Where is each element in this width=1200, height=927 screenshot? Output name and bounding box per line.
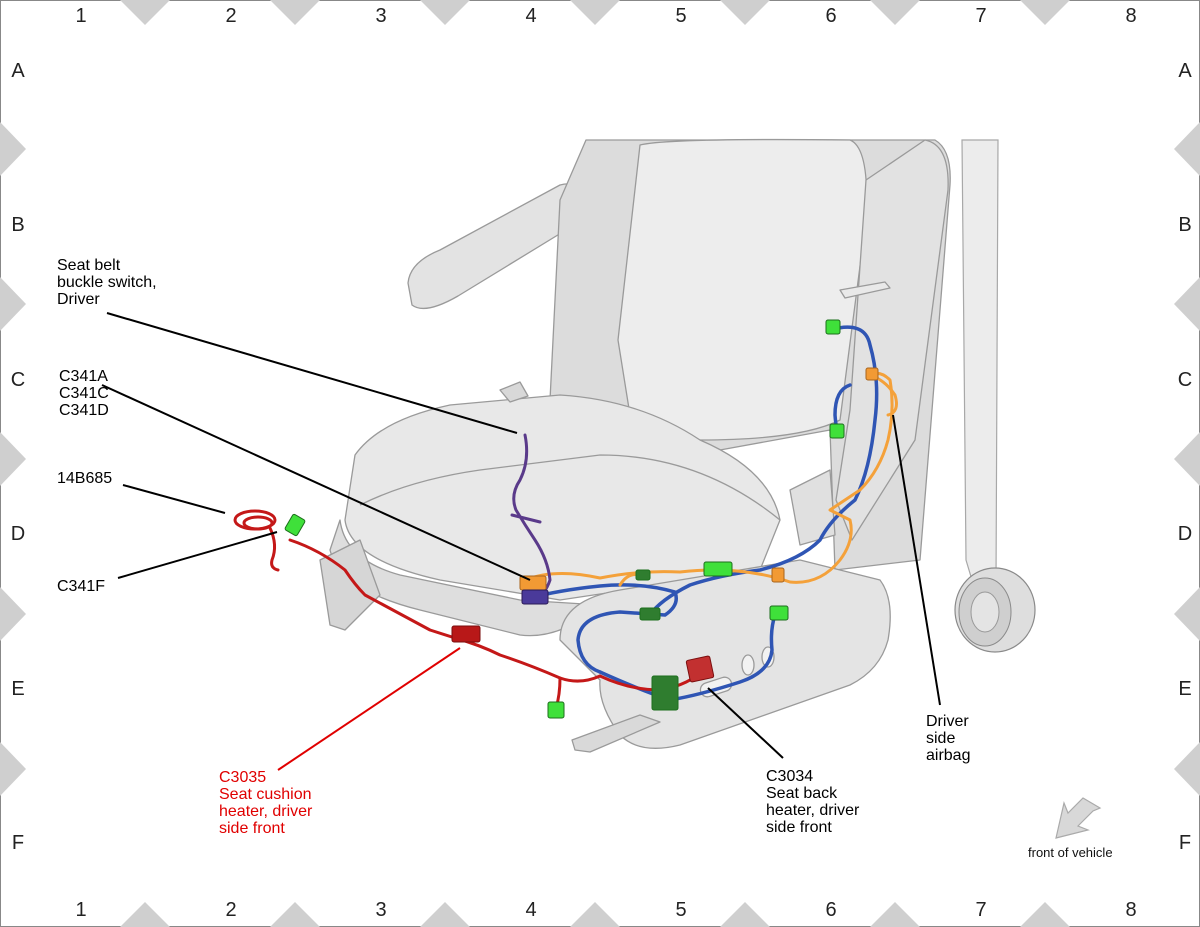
callout-c341-connectors: C341A C341C C341D — [59, 368, 109, 419]
callout-line: C341D — [59, 402, 109, 419]
harness-purple — [510, 433, 552, 600]
grid-column-label: 6 — [825, 899, 837, 921]
grid-column-label: 2 — [225, 899, 237, 921]
grid-column-label: 5 — [675, 5, 687, 27]
grid-column-label: 7 — [975, 5, 987, 27]
seat-illustration — [319, 138, 951, 753]
callout-line: C341F — [57, 578, 106, 595]
grid-row-label: B — [1178, 214, 1192, 236]
grid-row-label: C — [10, 369, 26, 391]
callout-line: C3035 — [219, 769, 267, 786]
grid-row-label: B — [11, 214, 25, 236]
grid-column-label: 5 — [675, 899, 687, 921]
callout-c341f: C341F — [57, 578, 105, 595]
seat-belt-strap — [954, 139, 1036, 653]
bottom-border-triangles — [120, 902, 1070, 927]
grid-row-label: E — [11, 678, 25, 700]
grid-row-label: A — [1178, 60, 1192, 82]
callout-line: Seat cushion — [219, 786, 312, 803]
grid-row-label: D — [10, 523, 26, 545]
callout-c3034: C3034 Seat back heater, driver side fron… — [766, 768, 859, 836]
grid-column-label: 1 — [75, 5, 87, 27]
grid-row-label: F — [1178, 832, 1192, 854]
top-border-triangles — [120, 0, 1070, 25]
connectors-red — [451, 625, 715, 683]
grid-row-label: D — [1177, 523, 1193, 545]
grid-column-label: 3 — [375, 5, 387, 27]
grid-column-label: 8 — [1125, 5, 1137, 27]
connectors — [284, 319, 845, 719]
callout-line: heater, driver — [766, 802, 860, 819]
grid-row-label: A — [11, 60, 25, 82]
front-of-vehicle-arrow-icon — [1055, 797, 1102, 839]
callout-line: C3034 — [766, 768, 814, 785]
callout-line: side front — [766, 819, 832, 836]
callout-line: airbag — [926, 747, 971, 764]
grid-row-label: C — [1177, 369, 1193, 391]
grid-row-label: E — [1178, 678, 1192, 700]
callout-line: Driver — [57, 291, 100, 308]
grid-column-label: 8 — [1125, 899, 1137, 921]
grid-column-label: 1 — [75, 899, 87, 921]
callout-14b685: 14B685 — [57, 470, 112, 487]
callout-line: heater, driver — [219, 803, 313, 820]
front-of-vehicle-label: front of vehicle — [1028, 845, 1113, 860]
callout-line: side front — [219, 820, 285, 837]
callout-line: Seat back — [766, 785, 838, 802]
callout-line: C341C — [59, 385, 109, 402]
grid-column-label: 7 — [975, 899, 987, 921]
left-border-triangles — [0, 122, 26, 796]
callout-seat-belt-buckle-switch: Seat belt buckle switch, Driver — [57, 257, 157, 308]
grid-column-label: 2 — [225, 5, 237, 27]
callout-c3035: C3035 Seat cushion heater, driver side f… — [219, 769, 312, 837]
callout-line: C341A — [59, 368, 108, 385]
grid-row-label: F — [11, 832, 25, 854]
callout-line: 14B685 — [57, 470, 113, 487]
callout-line: buckle switch, — [57, 274, 157, 291]
callout-driver-side-airbag: Driver side airbag — [926, 713, 970, 764]
callout-line: side — [926, 730, 956, 747]
right-border-triangles — [1174, 122, 1200, 796]
grid-column-label: 4 — [525, 5, 537, 27]
grid-column-label: 6 — [825, 5, 837, 27]
leader-lines — [101, 312, 941, 771]
callout-line: Seat belt — [57, 257, 121, 274]
connectors-purple — [521, 589, 549, 605]
grid-column-label: 4 — [525, 899, 537, 921]
grid-column-label: 3 — [375, 899, 387, 921]
callout-line: Driver — [926, 713, 969, 730]
